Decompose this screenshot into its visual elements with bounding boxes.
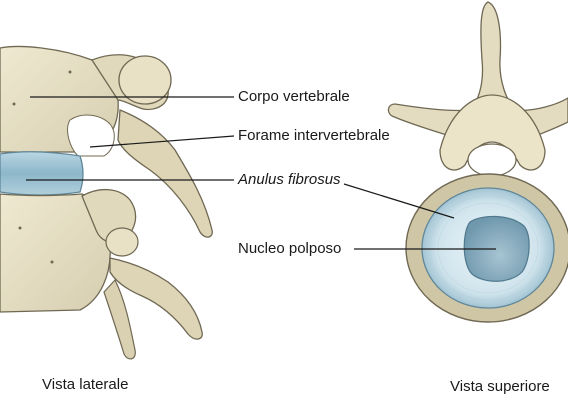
nucleus-pulposus-shape (463, 215, 530, 282)
lower-inferior-process (103, 278, 136, 360)
superior-view (387, 1, 568, 323)
caption-vista-superiore: Vista superiore (450, 378, 550, 395)
lower-facet-knob (105, 227, 139, 257)
label-corpo-vertebrale: Corpo vertebrale (238, 88, 350, 105)
annulus-ring (437, 202, 539, 294)
leader-anulus-fibrosus-right (343, 183, 455, 219)
caption-vista-laterale: Vista laterale (42, 376, 129, 393)
lateral-disc (0, 151, 84, 196)
upper-spinous-process (117, 109, 213, 238)
leader-lines (26, 96, 496, 250)
lateral-view (0, 45, 213, 360)
bone-dot (18, 226, 22, 230)
bone-dot (68, 70, 72, 74)
bone-dot (12, 102, 16, 106)
bone-dot (50, 260, 54, 264)
leader-forame-intervertebrale (89, 135, 235, 148)
label-forame-intervertebrale: Forame intervertebrale (238, 127, 390, 144)
foramen-gap (67, 114, 115, 157)
label-nucleo-polposo: Nucleo polposo (238, 240, 342, 257)
label-anulus-fibrosus: Anulus fibrosus (238, 171, 341, 188)
lower-spinous-process (109, 257, 203, 340)
annulus-ring (429, 195, 547, 301)
vertebral-arch (439, 94, 546, 171)
vertebral-foramen (467, 143, 517, 177)
upper-facet-knob (118, 55, 172, 105)
